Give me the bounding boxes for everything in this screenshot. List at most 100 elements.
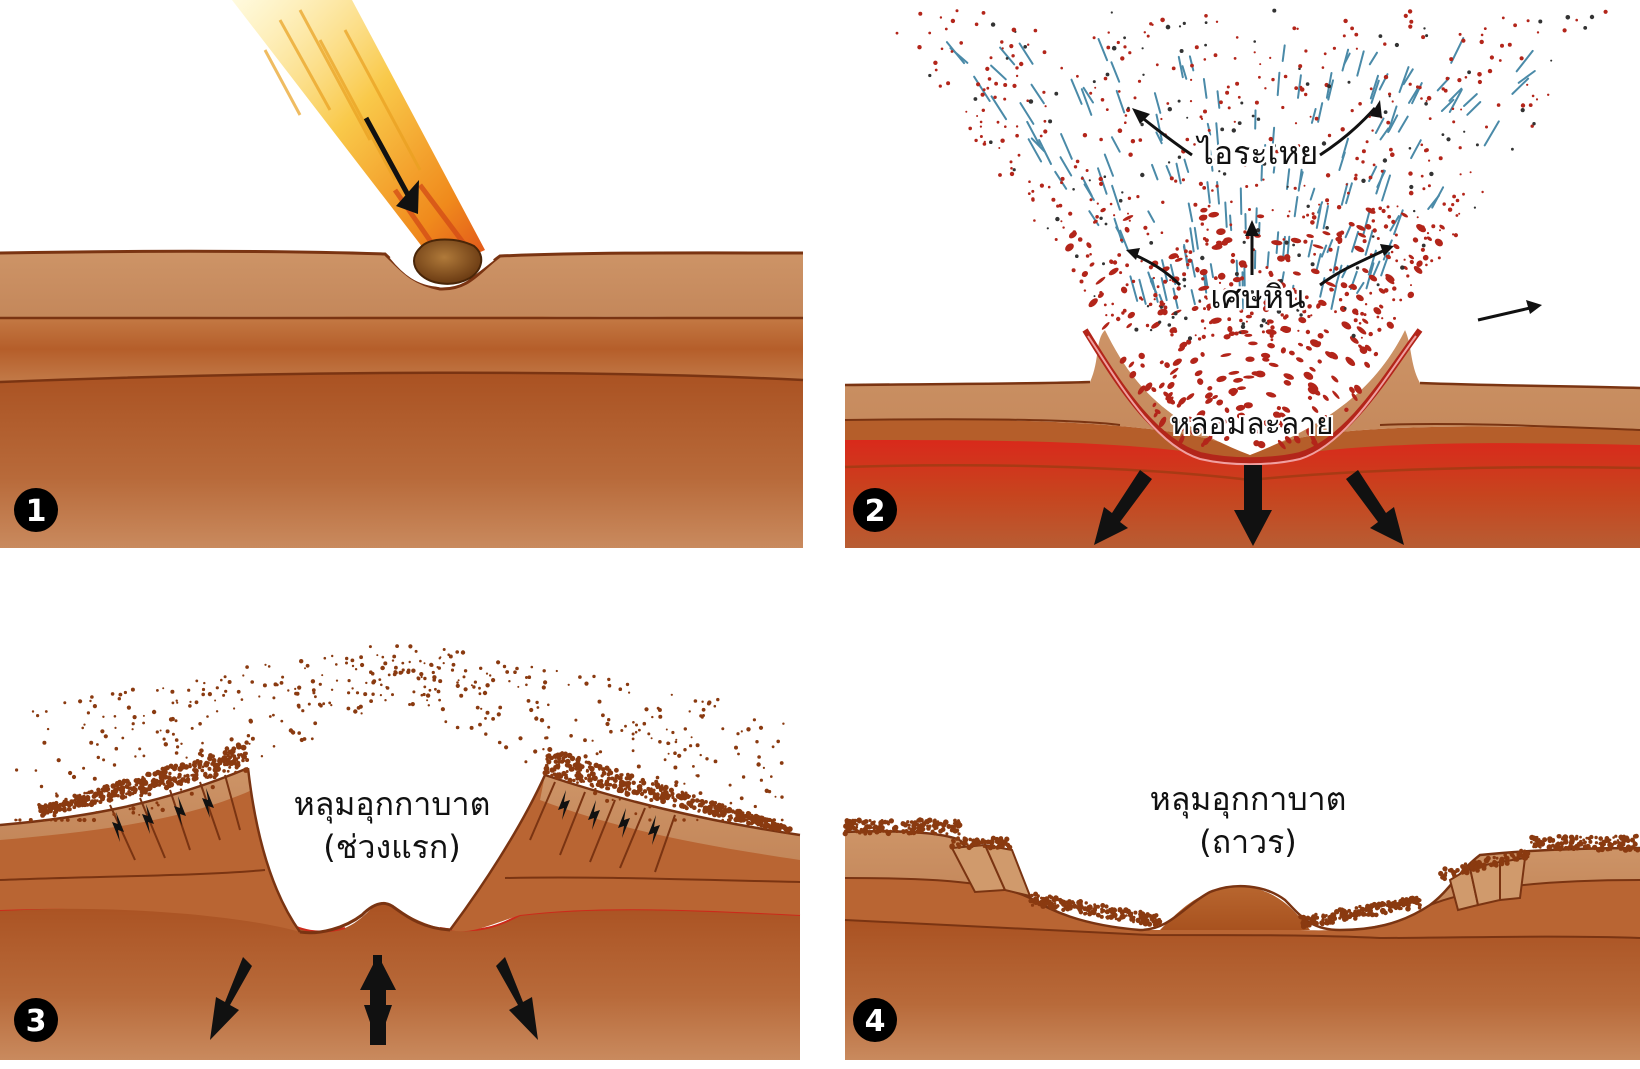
particle (1072, 230, 1076, 234)
particle (1315, 916, 1319, 920)
particle (1086, 254, 1090, 258)
particle (632, 733, 635, 736)
particle (1182, 272, 1186, 276)
particle (104, 784, 110, 790)
particle (1072, 80, 1082, 104)
particle (916, 818, 920, 822)
particle (933, 61, 937, 65)
particle (998, 173, 1002, 177)
particle (1303, 240, 1307, 244)
particle (620, 729, 623, 732)
particle (1153, 293, 1157, 297)
particle (138, 747, 141, 750)
particle (1243, 264, 1247, 268)
particle (1149, 914, 1153, 918)
particle (1465, 76, 1468, 79)
particle (245, 665, 249, 669)
particle (1285, 241, 1289, 245)
particle (438, 666, 441, 669)
particle (1442, 87, 1445, 90)
particle (1457, 78, 1461, 82)
particle (1199, 182, 1203, 186)
particle (55, 794, 59, 798)
particle (1219, 100, 1223, 104)
panel-number-badge: 2 (853, 488, 897, 532)
particle (1081, 177, 1084, 180)
particle (691, 801, 694, 804)
particle (1056, 904, 1060, 908)
particle (68, 771, 72, 775)
particle (1228, 106, 1231, 109)
particle (1111, 314, 1114, 317)
particle (976, 82, 980, 86)
particle (423, 686, 426, 689)
particle (560, 759, 564, 763)
particle (635, 724, 638, 727)
particle (1094, 295, 1096, 297)
particle (928, 74, 931, 77)
particle (421, 676, 423, 678)
particle (868, 826, 871, 829)
particle (419, 660, 422, 663)
particle (1153, 277, 1155, 279)
particle (1031, 197, 1034, 200)
particle (556, 670, 558, 672)
particle (176, 745, 179, 748)
particle (223, 763, 227, 767)
particle (1304, 93, 1307, 96)
particle (1493, 856, 1496, 859)
particle (1043, 129, 1047, 133)
particle (54, 819, 56, 821)
particle (1243, 241, 1246, 244)
particle (300, 738, 304, 742)
particle (997, 121, 1000, 124)
particle (772, 745, 775, 748)
particle (1369, 332, 1373, 336)
particle (1152, 165, 1158, 180)
particle (1584, 844, 1588, 848)
particle (1231, 253, 1235, 257)
particle (594, 788, 596, 790)
particle (1029, 99, 1034, 104)
particle (873, 823, 876, 826)
particle (1429, 117, 1432, 120)
particle (1048, 186, 1051, 189)
particle (1140, 173, 1144, 177)
particle (669, 788, 674, 793)
particle (1438, 871, 1443, 876)
particle (941, 827, 946, 832)
particle (1230, 201, 1233, 204)
particle (1502, 860, 1505, 863)
particle (1358, 905, 1361, 908)
particle (612, 783, 618, 789)
particle (1401, 903, 1405, 907)
particle (1204, 79, 1207, 98)
particle (352, 665, 354, 667)
particle (785, 830, 789, 834)
particle (198, 722, 202, 726)
particle (242, 756, 245, 759)
particle (1361, 160, 1364, 163)
particle (1302, 916, 1306, 920)
particle (632, 721, 635, 724)
particle (42, 741, 46, 745)
particle (1490, 55, 1494, 59)
particle (1338, 231, 1340, 233)
particle (211, 785, 215, 789)
particle (1241, 188, 1242, 214)
particle (547, 747, 552, 752)
particle (93, 704, 97, 708)
particle (991, 22, 995, 26)
particle (1132, 916, 1135, 919)
particle (1192, 260, 1195, 277)
particle (1324, 206, 1328, 228)
particle (1351, 109, 1354, 112)
particle (1355, 906, 1359, 910)
particle (412, 690, 415, 693)
particle (458, 679, 460, 681)
particle (1493, 861, 1497, 865)
particle (188, 704, 192, 708)
particle (1271, 78, 1274, 81)
particle (1451, 871, 1456, 876)
particle (289, 728, 293, 732)
